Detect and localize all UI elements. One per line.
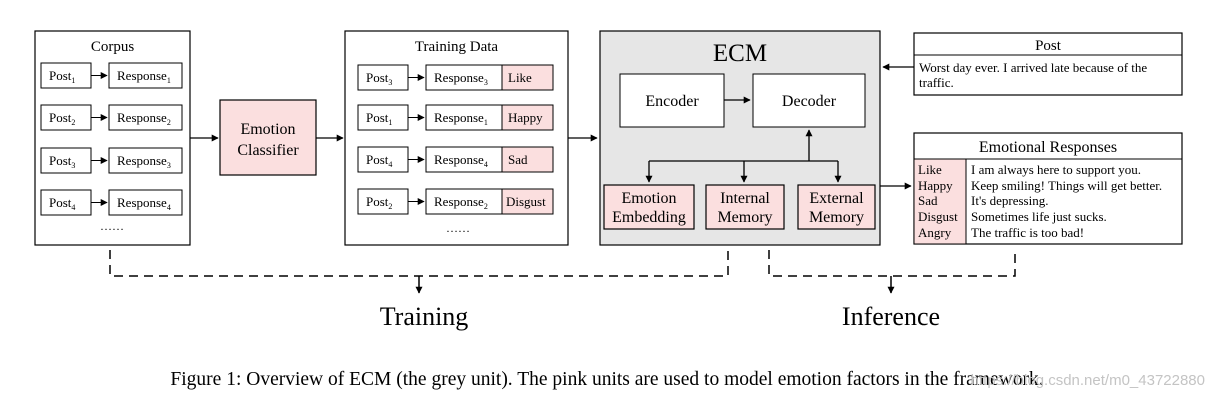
response-label: Response2 (117, 110, 171, 127)
training-data-panel: Training Data Post3 Response3 Like Post1… (344, 30, 569, 246)
training-label: Training (380, 302, 469, 331)
response-label: Response3 (434, 70, 488, 87)
ecm-panel: ECM Encoder Decoder Emotion Embedding In… (599, 30, 881, 246)
post-label: Post4 (366, 152, 392, 169)
module-label-line1: Internal (720, 190, 770, 207)
inference-bracket (768, 250, 1016, 294)
post-text-line1: Worst day ever. I arrived late because o… (919, 60, 1147, 75)
response-label: Response1 (117, 68, 171, 85)
post-label: Post3 (49, 153, 75, 170)
response-text: I am always here to support you. (971, 162, 1141, 177)
response-label: Response1 (434, 110, 488, 127)
training-row: Post3 Response3 Like (357, 64, 554, 91)
post-panel-title: Post (1035, 38, 1062, 54)
emotion-tag: Disgust (506, 194, 546, 209)
decoder-label: Decoder (782, 93, 837, 110)
emotional-responses-panel: Emotional Responses Like I am always her… (913, 132, 1183, 245)
module-label-line1: Emotion (621, 190, 676, 207)
corpus-pair: Post3 Response3 (40, 147, 183, 174)
response-emotion: Sad (918, 193, 938, 208)
module-connector (645, 129, 842, 183)
response-emotion: Like (918, 162, 942, 177)
emotion-tag: Like (508, 70, 532, 85)
response-emotion: Happy (918, 178, 953, 193)
external-memory-box: External Memory (797, 184, 876, 230)
post-label: Post4 (49, 195, 75, 212)
response-text: Keep smiling! Things will get better. (971, 178, 1162, 193)
post-label: Post1 (366, 110, 392, 127)
training-data-title: Training Data (415, 39, 499, 55)
ecm-title: ECM (713, 40, 767, 67)
post-label: Post3 (366, 70, 392, 87)
response-label: Response4 (434, 152, 488, 169)
corpus-pair: Post1 Response1 (40, 62, 183, 89)
internal-memory-box: Internal Memory (705, 184, 785, 230)
post-text-line2: traffic. (919, 75, 954, 90)
post-panel: Post Worst day ever. I arrived late beca… (913, 32, 1183, 96)
classifier-label-line1: Emotion (240, 121, 295, 138)
module-label-line2: Memory (809, 209, 864, 226)
corpus-pair: Post4 Response4 (40, 189, 183, 216)
module-label-line1: External (809, 190, 864, 207)
training-row: Post1 Response1 Happy (357, 104, 554, 131)
responses-panel-title: Emotional Responses (979, 139, 1117, 156)
corpus-pair: Post2 Response2 (40, 104, 183, 131)
corpus-title: Corpus (91, 39, 135, 55)
corpus-ellipsis: …… (100, 219, 124, 233)
training-data-ellipsis: …… (446, 221, 470, 235)
module-label-line2: Memory (717, 209, 772, 226)
classifier-label-line2: Classifier (237, 142, 299, 159)
response-text: It's depressing. (971, 193, 1048, 208)
response-emotion: Disgust (918, 209, 958, 224)
corpus-panel: Corpus Post1 Response1 Post2 Response2 P… (34, 30, 191, 246)
response-label: Response3 (117, 153, 171, 170)
training-row: Post4 Response4 Sad (357, 146, 554, 173)
watermark: https://blog.csdn.net/m0_43722880 (971, 372, 1205, 389)
emotion-tag: Happy (508, 110, 543, 125)
decoder-box (752, 73, 866, 128)
training-row: Post2 Response2 Disgust (357, 188, 554, 215)
training-bracket (109, 250, 729, 294)
post-label: Post1 (49, 68, 75, 85)
emotion-tag: Sad (508, 152, 528, 167)
figure-caption: Figure 1: Overview of ECM (the grey unit… (170, 369, 1043, 390)
response-emotion: Angry (918, 225, 952, 240)
response-text: The traffic is too bad! (971, 225, 1084, 240)
post-label: Post2 (366, 194, 392, 211)
post-label: Post2 (49, 110, 75, 127)
module-label-line2: Embedding (612, 209, 686, 226)
emotion-embedding-box: Emotion Embedding (603, 184, 695, 230)
encoder-box (619, 73, 725, 128)
response-text: Sometimes life just sucks. (971, 209, 1107, 224)
emotion-column (913, 158, 967, 245)
encoder-label: Encoder (645, 93, 699, 110)
response-label: Response2 (434, 194, 488, 211)
inference-label: Inference (842, 302, 940, 331)
emotion-classifier-box: Emotion Classifier (219, 99, 317, 176)
response-label: Response4 (117, 195, 171, 212)
